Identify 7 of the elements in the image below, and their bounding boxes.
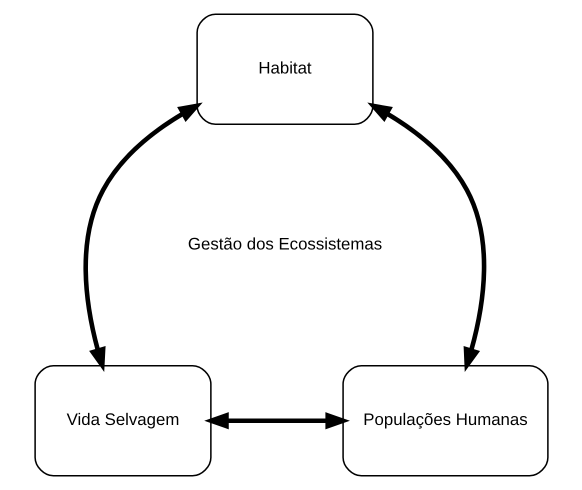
node-box: Populações Humanas: [342, 364, 548, 477]
node-box: Habitat: [196, 13, 374, 126]
arrow: [366, 102, 486, 372]
label: Gestão dos Ecossistemas: [187, 234, 382, 254]
arrow: [204, 412, 350, 430]
arrow: [82, 102, 202, 372]
node-box: Vida Selvagem: [34, 364, 212, 477]
